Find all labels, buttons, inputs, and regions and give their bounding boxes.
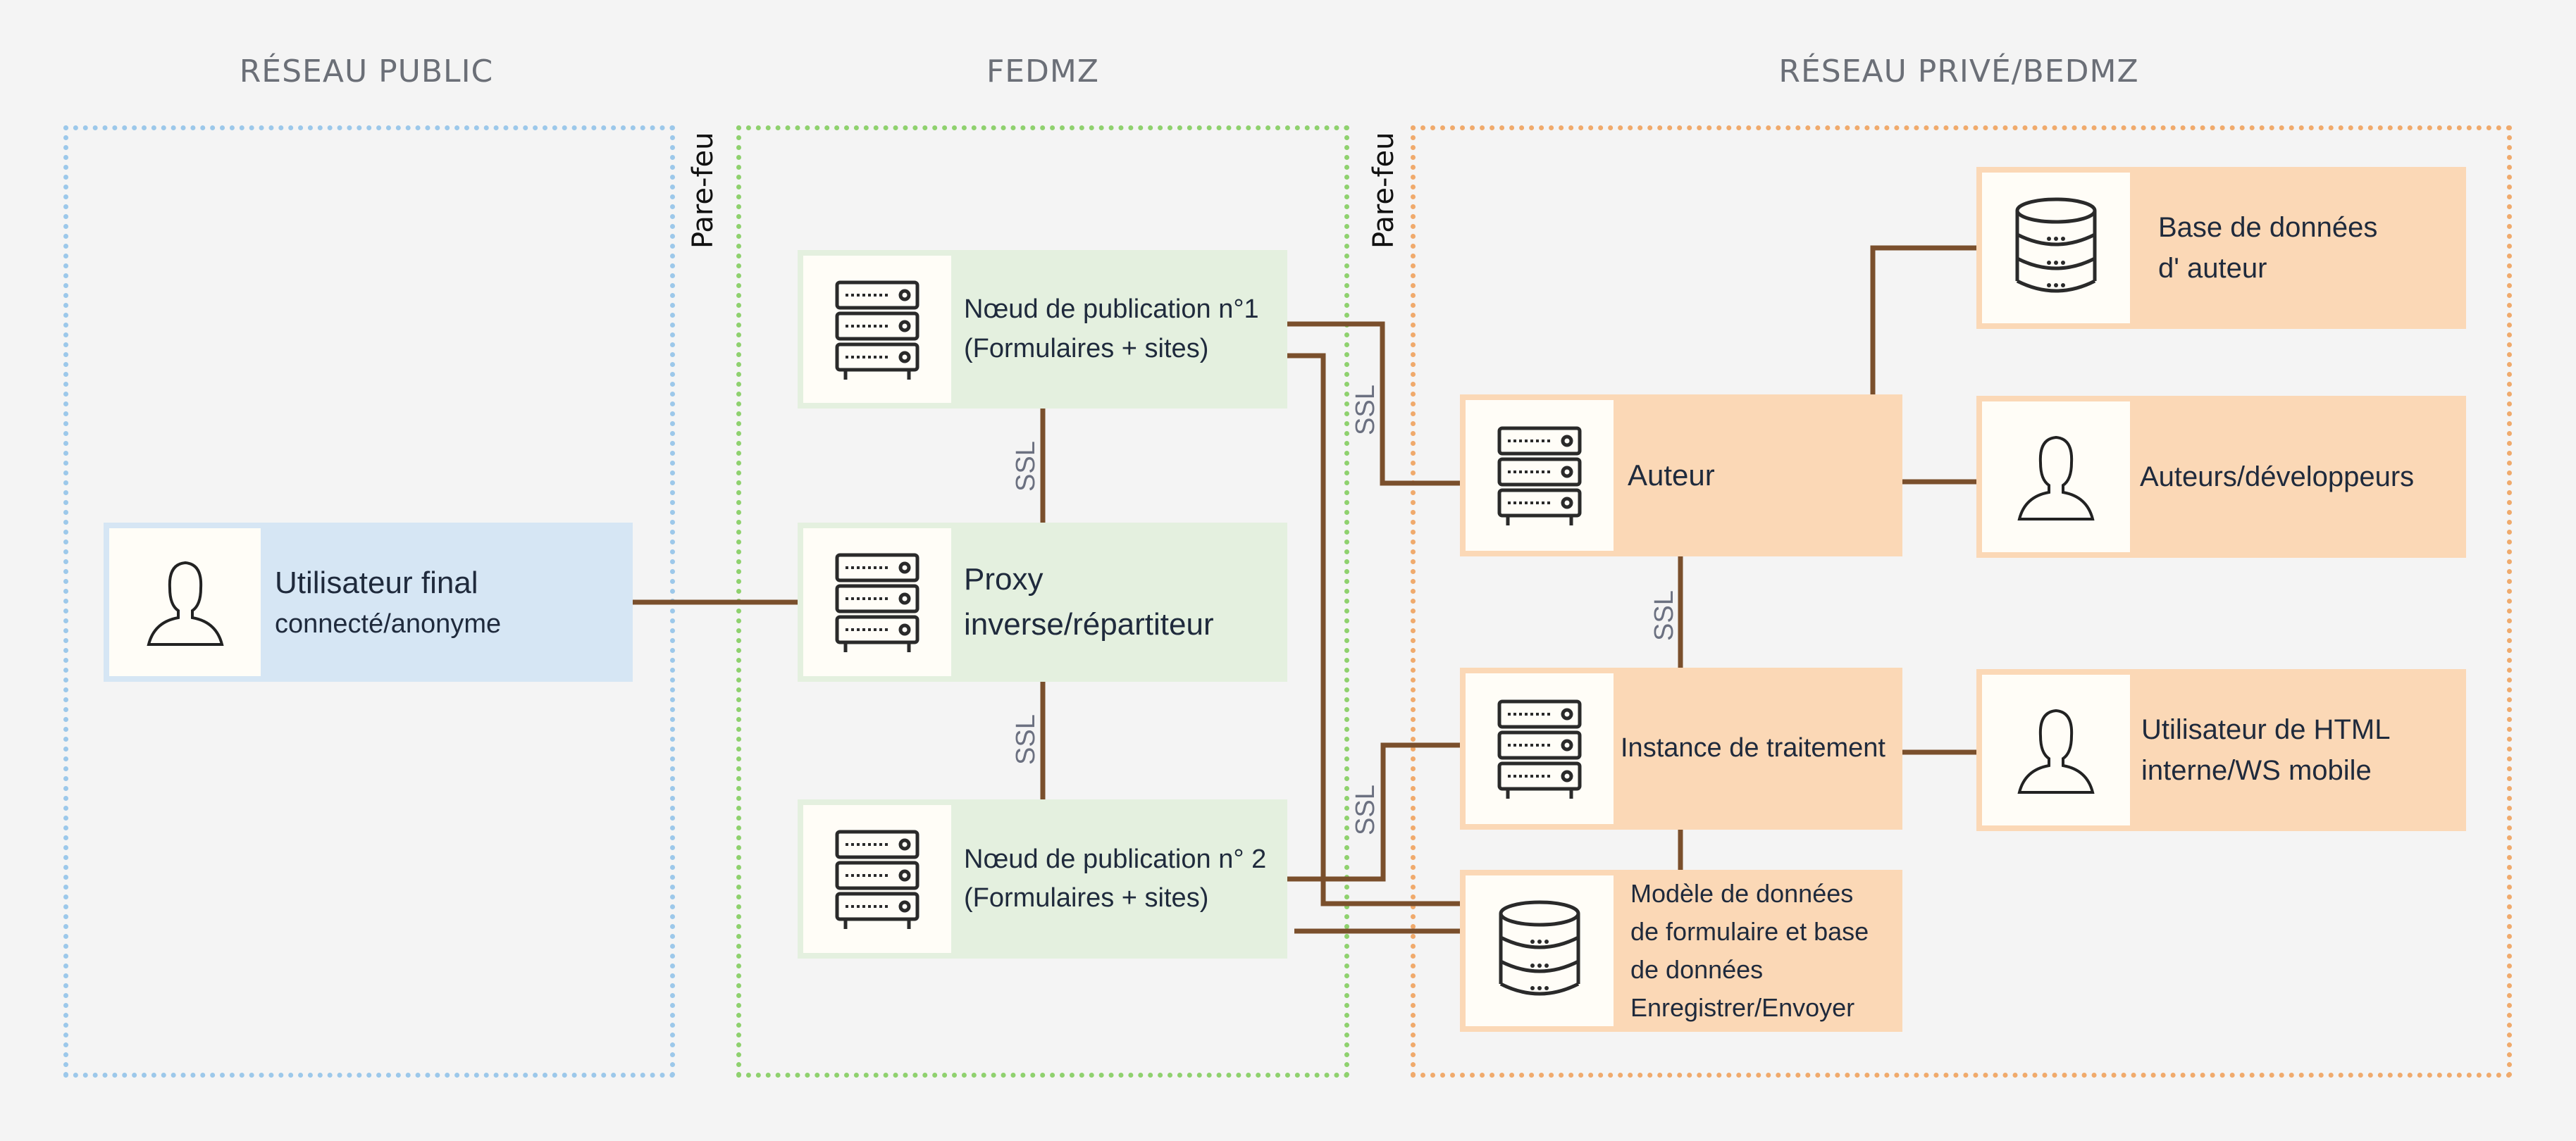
user-icon	[109, 528, 261, 676]
author-db-line1: Base de données	[2158, 212, 2378, 243]
publish-node-1[interactable]: Nœud de publication n°1 (Formulaires + s…	[798, 250, 1287, 409]
ssl-label-author-processing: SSL	[1649, 590, 1679, 641]
form-db-line4: Enregistrer/Envoyer	[1630, 993, 1855, 1022]
server-icon	[803, 805, 951, 953]
end-user-node[interactable]: Utilisateur final connecté/anonyme	[104, 523, 633, 682]
author-title: Auteur	[1628, 458, 1715, 492]
publish-node-1-title: Nœud de publication n°1	[964, 294, 1259, 325]
zone-title-fedmz: FEDMZ	[986, 54, 1100, 89]
authors-developers-node[interactable]: Auteurs/développeurs	[1976, 396, 2466, 558]
zone-title-public: RÉSEAU PUBLIC	[239, 54, 494, 89]
user-icon	[1982, 675, 2130, 825]
authors-developers-title: Auteurs/développeurs	[2140, 461, 2415, 492]
publish-node-2-subtitle: (Formulaires + sites)	[964, 883, 1209, 913]
author-db-line2: d' auteur	[2158, 253, 2267, 284]
proxy-node[interactable]: Proxy inverse/répartiteur	[798, 523, 1287, 682]
html-user-line2: interne/WS mobile	[2141, 755, 2372, 786]
form-db-line2: de formulaire et base	[1630, 917, 1869, 946]
publish-node-1-subtitle: (Formulaires + sites)	[964, 333, 1209, 363]
ssl-label-pub1-proxy: SSL	[1011, 441, 1041, 492]
publish-node-2-title: Nœud de publication n° 2	[964, 844, 1267, 874]
processing-instance-node[interactable]: Instance de traitement	[1460, 668, 1902, 830]
html-user-node[interactable]: Utilisateur de HTML interne/WS mobile	[1976, 669, 2466, 831]
author-node[interactable]: Auteur	[1460, 394, 1902, 556]
end-user-subtitle: connecté/anonyme	[275, 609, 502, 640]
server-icon	[1466, 673, 1614, 824]
ssl-label-proxy-pub2: SSL	[1011, 714, 1041, 765]
form-db-line1: Modèle de données	[1630, 879, 1854, 908]
proxy-subtitle: inverse/répartiteur	[964, 607, 1214, 642]
private-network-zone	[1411, 125, 2512, 1078]
form-data-db-node[interactable]: Modèle de données de formulaire et base …	[1460, 870, 1902, 1032]
author-db-node[interactable]: Base de données d' auteur	[1976, 167, 2466, 329]
database-icon	[1982, 173, 2130, 323]
server-icon	[803, 256, 951, 403]
ssl-label-pub2-processing: SSL	[1351, 785, 1380, 835]
server-icon	[803, 528, 951, 676]
end-user-title: Utilisateur final	[275, 565, 478, 600]
server-icon	[1466, 400, 1614, 551]
proxy-title: Proxy	[964, 562, 1044, 597]
form-db-line3: de données	[1630, 955, 1764, 984]
processing-title: Instance de traitement	[1621, 733, 1885, 763]
html-user-line1: Utilisateur de HTML	[2141, 714, 2391, 745]
database-icon	[1466, 875, 1614, 1026]
publish-node-2[interactable]: Nœud de publication n° 2 (Formulaires + …	[798, 799, 1287, 959]
ssl-label-pub1-author: SSL	[1351, 385, 1380, 435]
zone-title-private: RÉSEAU PRIVÉ/BEDMZ	[1778, 54, 2139, 89]
user-icon	[1982, 401, 2130, 552]
